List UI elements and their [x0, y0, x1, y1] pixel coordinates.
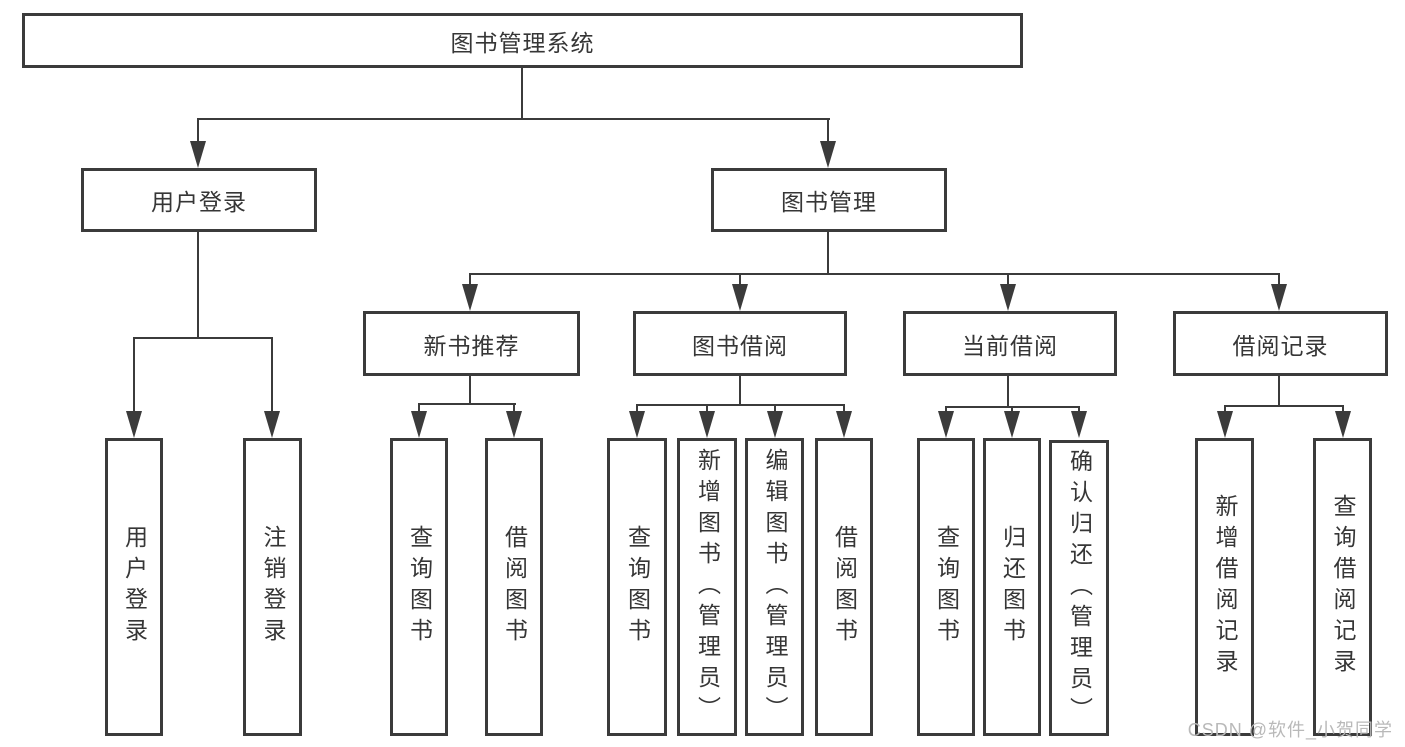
connector-to-login-leaf: [133, 337, 135, 413]
node-leaf-bw-edit: 编辑图书（管理员）: [745, 438, 804, 736]
connector-new-books-stem: [469, 376, 471, 403]
node-borrowing-label: 图书借阅: [692, 332, 788, 359]
node-records: 借阅记录: [1173, 311, 1388, 376]
connector-to-rc-add: [1224, 405, 1226, 413]
node-leaf-login-label: 用户登录: [121, 525, 148, 649]
arrow-to-borrowing: [732, 284, 748, 311]
arrow-to-cu-return: [1004, 411, 1020, 438]
connector-user-login-rail: [133, 337, 273, 339]
connector-to-current: [1007, 273, 1009, 286]
connector-root-to-book-mgmt: [827, 118, 829, 145]
connector-to-bw-edit: [774, 404, 776, 413]
node-leaf-nb-borrow-label: 借阅图书: [501, 525, 528, 649]
connector-to-cu-confirm: [1078, 406, 1080, 413]
node-user-login-label: 用户登录: [151, 189, 247, 215]
node-records-label: 借阅记录: [1232, 332, 1329, 359]
node-user-login: 用户登录: [81, 168, 317, 232]
node-leaf-rc-add-label: 新增借阅记录: [1212, 494, 1238, 680]
connector-to-new-books: [469, 273, 471, 286]
node-leaf-logout: 注销登录: [243, 438, 302, 736]
node-leaf-rc-query-label: 查询借阅记录: [1330, 494, 1356, 680]
node-leaf-cu-confirm: 确认归还（管理员）: [1049, 440, 1109, 736]
node-leaf-nb-query: 查询图书: [390, 438, 448, 736]
node-root-label: 图书管理系统: [450, 29, 595, 56]
connector-to-nb-query: [418, 403, 420, 413]
connector-to-bw-borrow: [843, 404, 845, 413]
node-leaf-cu-return: 归还图书: [983, 438, 1041, 736]
connector-to-cu-return: [1011, 406, 1013, 413]
arrow-to-bw-query: [629, 411, 645, 438]
node-leaf-nb-borrow: 借阅图书: [485, 438, 543, 736]
arrow-to-new-books: [462, 284, 478, 311]
node-new-books: 新书推荐: [363, 311, 580, 376]
connector-root-stem: [521, 68, 523, 118]
connector-book-mgmt-stem: [827, 232, 829, 273]
arrow-to-cu-query: [938, 411, 954, 438]
connector-to-bw-add: [706, 404, 708, 413]
connector-to-bw-query: [636, 404, 638, 413]
connector-to-logout-leaf: [271, 337, 273, 413]
node-new-books-label: 新书推荐: [423, 332, 520, 359]
node-current: 当前借阅: [903, 311, 1117, 376]
watermark: CSDN @软件_小贺同学: [1187, 720, 1393, 740]
node-leaf-cu-return-label: 归还图书: [999, 525, 1026, 649]
node-leaf-rc-query: 查询借阅记录: [1313, 438, 1372, 736]
node-current-label: 当前借阅: [962, 332, 1058, 359]
node-leaf-logout-label: 注销登录: [260, 525, 286, 649]
node-leaf-bw-add-label: 新增图书（管理员）: [694, 447, 721, 727]
node-borrowing: 图书借阅: [633, 311, 847, 376]
node-root: 图书管理系统: [22, 13, 1023, 68]
node-leaf-login: 用户登录: [105, 438, 163, 736]
connector-to-records: [1278, 273, 1280, 286]
connector-user-login-stem: [197, 232, 199, 337]
connector-to-cu-query: [945, 406, 947, 413]
node-leaf-bw-borrow-label: 借阅图书: [831, 525, 858, 649]
arrow-to-user-login: [190, 141, 206, 168]
node-leaf-bw-borrow: 借阅图书: [815, 438, 873, 736]
node-book-mgmt: 图书管理: [711, 168, 947, 232]
arrow-to-rc-query: [1335, 411, 1351, 438]
arrow-to-logout-leaf: [264, 411, 280, 438]
connector-to-borrowing: [739, 273, 741, 286]
connector-new-books-rail: [418, 403, 516, 405]
node-leaf-rc-add: 新增借阅记录: [1195, 438, 1254, 736]
connector-borrowing-rail: [636, 404, 845, 406]
connector-records-stem: [1278, 376, 1280, 405]
node-leaf-cu-query-label: 查询图书: [933, 525, 960, 649]
node-leaf-bw-edit-label: 编辑图书（管理员）: [762, 447, 788, 727]
node-book-mgmt-label: 图书管理: [781, 189, 877, 215]
connector-root-to-user-login: [197, 118, 199, 145]
arrow-to-bw-borrow: [836, 411, 852, 438]
arrow-to-nb-borrow: [506, 411, 522, 438]
arrow-to-bw-edit: [767, 411, 783, 438]
connector-book-mgmt-rail: [469, 273, 1280, 275]
node-leaf-bw-add: 新增图书（管理员）: [677, 438, 737, 736]
arrow-to-rc-add: [1217, 411, 1233, 438]
connector-to-nb-borrow: [513, 403, 515, 413]
node-leaf-cu-query: 查询图书: [917, 438, 975, 736]
connector-records-rail: [1224, 405, 1344, 407]
arrow-to-nb-query: [411, 411, 427, 438]
arrow-to-bw-add: [699, 411, 715, 438]
connector-current-stem: [1007, 376, 1009, 406]
node-leaf-nb-query-label: 查询图书: [406, 525, 433, 649]
arrow-to-cu-confirm: [1071, 411, 1087, 438]
arrow-to-login-leaf: [126, 411, 142, 438]
arrow-to-book-mgmt: [820, 141, 836, 168]
connector-to-rc-query: [1342, 405, 1344, 413]
arrow-to-records: [1271, 284, 1287, 311]
arrow-to-current: [1000, 284, 1016, 311]
node-leaf-bw-query: 查询图书: [607, 438, 667, 736]
connector-borrowing-stem: [739, 376, 741, 404]
node-leaf-cu-confirm-label: 确认归还（管理员）: [1066, 448, 1093, 728]
node-leaf-bw-query-label: 查询图书: [624, 525, 651, 649]
connector-root-rail: [197, 118, 830, 120]
